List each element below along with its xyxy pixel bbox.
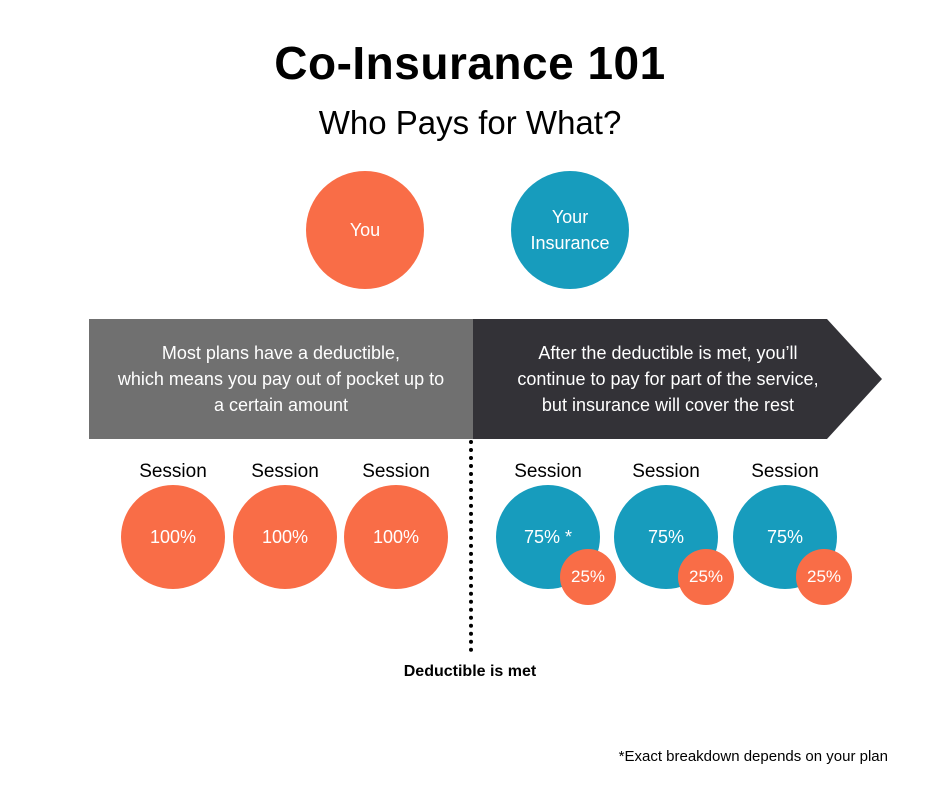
- deductible-arrow-banner: Most plans have a deductible, which means…: [89, 319, 883, 439]
- deductible-divider: [469, 440, 473, 652]
- page-subtitle: Who Pays for What?: [318, 104, 622, 141]
- session-you-pays: 100%: [121, 485, 225, 589]
- session-label: Session: [751, 461, 819, 482]
- session-insurance-pays: 75% *: [496, 485, 600, 589]
- legend-insurance-line2: Insurance: [530, 233, 610, 253]
- after-banner-arrow: [473, 319, 882, 439]
- session-label: Session: [139, 461, 207, 482]
- session-label: Session: [514, 461, 582, 482]
- page-title: Co-Insurance 101: [274, 37, 666, 89]
- session-you-pays: 100%: [233, 485, 337, 589]
- text-line: a certain amount: [213, 395, 349, 415]
- banner-shape: [89, 319, 882, 439]
- text-line: Most plans have a deductible,: [161, 343, 401, 363]
- session-label: Session: [632, 461, 700, 482]
- text-line: After the deductible is met, you’ll: [538, 343, 798, 363]
- text-line: which means you pay out of pocket up to: [117, 369, 445, 389]
- session-you-pays: 25%: [796, 549, 852, 605]
- session-you-pays: 25%: [678, 549, 734, 605]
- legend-insurance-line1: Your: [551, 207, 589, 227]
- session-you-pays: 100%: [344, 485, 448, 589]
- deductible-met-label: Deductible is met: [403, 663, 537, 680]
- session-you-pays: 25%: [560, 549, 616, 605]
- before-deductible-text: Most plans have a deductible, which means…: [89, 319, 473, 439]
- after-deductible-text: After the deductible is met, you’ll conti…: [473, 319, 863, 439]
- legend-you: You: [306, 171, 424, 289]
- text-line: but insurance will cover the rest: [541, 395, 795, 415]
- footnote: *Exact breakdown depends on your plan: [618, 748, 888, 765]
- session-label: Session: [362, 461, 430, 482]
- before-banner-bg: [89, 319, 473, 439]
- session-label: Session: [251, 461, 319, 482]
- text-line: continue to pay for part of the service,: [517, 369, 819, 389]
